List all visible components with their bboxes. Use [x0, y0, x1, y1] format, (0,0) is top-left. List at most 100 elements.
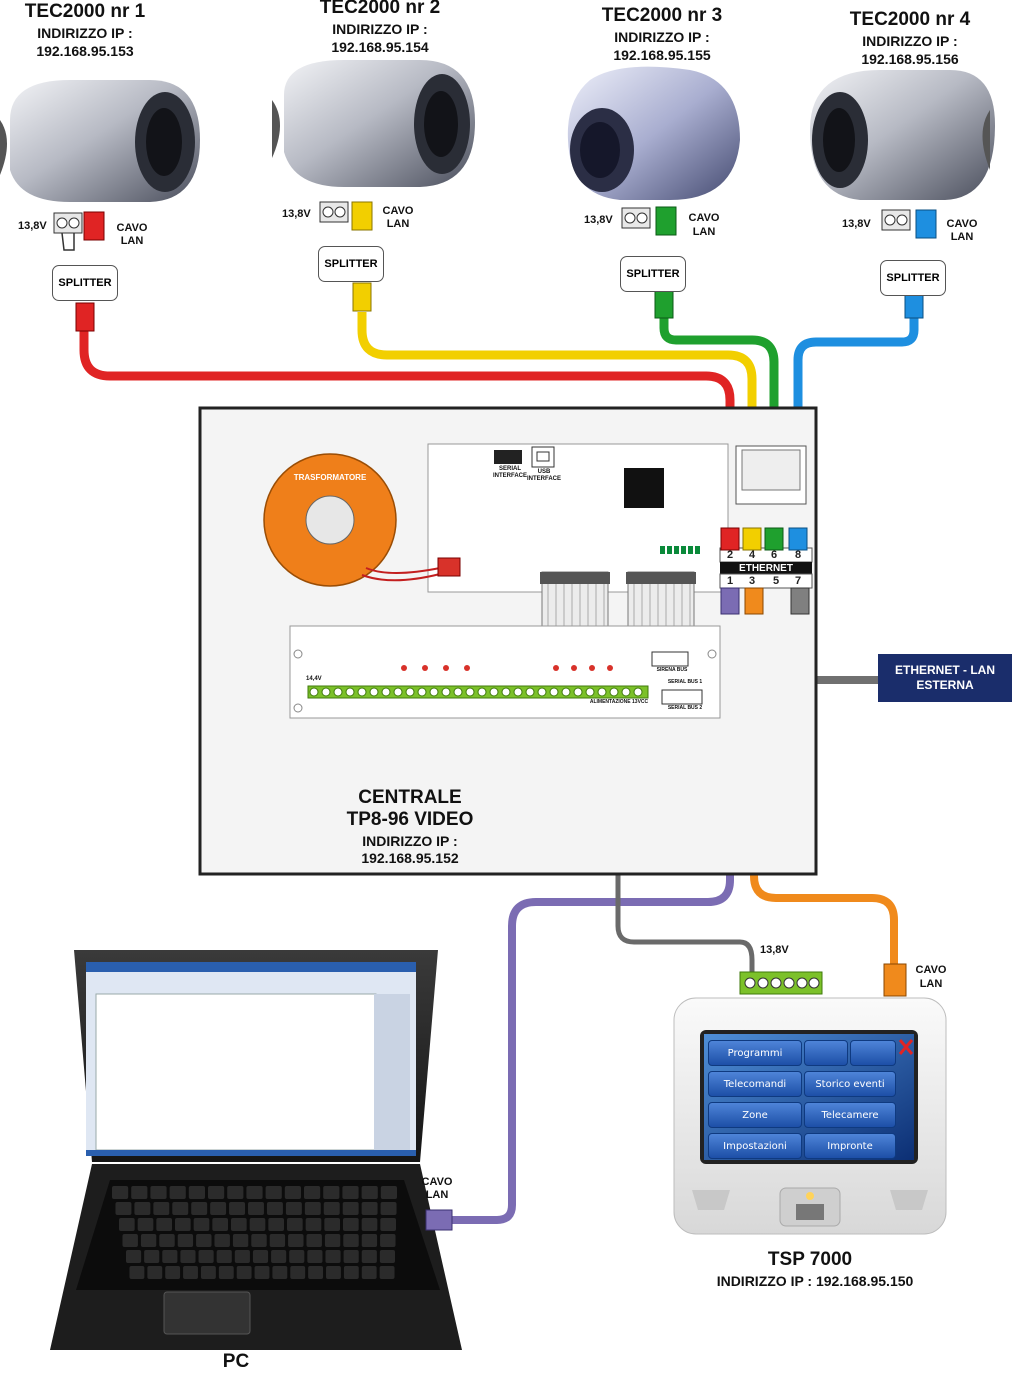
- keyboard-key: [198, 1250, 214, 1263]
- cable-purple: [452, 614, 734, 1224]
- keyboard-key: [343, 1266, 359, 1279]
- keyboard-key: [361, 1218, 378, 1231]
- camera-2-title: TEC2000 nr 2: [319, 0, 441, 18]
- keyboard-key: [361, 1234, 378, 1247]
- keyboard-key: [379, 1266, 395, 1279]
- keyboard-key: [380, 1218, 396, 1231]
- cable-blue: [793, 318, 919, 528]
- keyboard-key: [180, 1250, 196, 1263]
- tsp-button-telecamere[interactable]: Telecamere: [804, 1102, 896, 1128]
- terminal-screw: [549, 687, 559, 697]
- keyboard-key: [254, 1266, 270, 1279]
- terminal-screw: [369, 687, 379, 697]
- keyboard-key: [172, 1202, 189, 1215]
- tsp-button-zone[interactable]: Zone: [708, 1102, 802, 1128]
- port-8: 8: [795, 549, 802, 561]
- keyboard-key: [134, 1202, 151, 1215]
- keyboard-key: [265, 1186, 282, 1199]
- keyboard-key: [175, 1218, 191, 1231]
- tsp-cable-line1: CAVO: [915, 964, 947, 976]
- camera-3: [567, 66, 740, 201]
- keyboard-key: [236, 1266, 252, 1279]
- panel-title: CENTRALE: [358, 787, 462, 808]
- keyboard-key: [234, 1250, 250, 1263]
- camera-2-cable-line1: CAVO: [382, 205, 414, 217]
- camera-3-ip: 192.168.95.155: [613, 47, 711, 63]
- keyboard-key: [361, 1266, 377, 1279]
- keyboard-key: [269, 1234, 286, 1247]
- terminal-screw: [405, 687, 415, 697]
- keyboard-key: [268, 1218, 284, 1231]
- keyboard-key: [343, 1234, 359, 1247]
- keyboard-key: [112, 1186, 129, 1199]
- keyboard-key: [287, 1218, 303, 1231]
- terminal-screw: [453, 687, 463, 697]
- keyboard-key: [119, 1218, 135, 1231]
- pc-label: PC: [222, 1351, 250, 1372]
- panel-ip: 192.168.95.152: [361, 850, 459, 866]
- keyboard-key: [251, 1234, 267, 1247]
- terminal-screw: [597, 687, 607, 697]
- cable-power-tsp: [615, 730, 755, 972]
- terminal-screw: [501, 687, 511, 697]
- keyboard-key: [285, 1202, 302, 1215]
- camera-1: [0, 80, 200, 202]
- cable-red: [79, 327, 735, 533]
- keyboard-key: [380, 1234, 396, 1247]
- keyboard-key: [266, 1202, 283, 1215]
- keyboard-key: [342, 1186, 359, 1199]
- camera-3-cable-line1: CAVO: [688, 212, 720, 224]
- tsp-button-programmi[interactable]: Programmi: [708, 1040, 802, 1066]
- keyboard-key: [288, 1234, 304, 1247]
- tsp-button-blank-2[interactable]: [850, 1040, 896, 1066]
- tsp-cable-line2: LAN: [919, 978, 943, 990]
- keyboard-key: [361, 1250, 377, 1263]
- camera-1-ip-label: INDIRIZZO IP :: [37, 25, 133, 41]
- camera-1-title: TEC2000 nr 1: [24, 1, 146, 22]
- terminal-screw: [489, 687, 499, 697]
- keyboard-key: [200, 1266, 216, 1279]
- tsp-button-impostazioni[interactable]: Impostazioni: [708, 1133, 802, 1159]
- keyboard-key: [284, 1186, 301, 1199]
- board-label-sirena-bus: SIRENA BUS: [656, 667, 688, 673]
- keyboard-key: [342, 1202, 359, 1215]
- tsp-button-impronte[interactable]: Impronte: [804, 1133, 896, 1159]
- terminal-screw: [513, 687, 523, 697]
- tsp-button-telecomandi[interactable]: Telecomandi: [708, 1071, 802, 1097]
- port-3: 3: [749, 575, 756, 587]
- external-lan-line1: ETHERNET - LAN: [895, 663, 995, 677]
- terminal-screw: [441, 687, 451, 697]
- port-5: 5: [773, 575, 780, 587]
- keyboard-key: [137, 1218, 154, 1231]
- keyboard-key: [115, 1202, 132, 1215]
- keyboard-key: [165, 1266, 181, 1279]
- panel-model: TP8-96 VIDEO: [346, 809, 474, 830]
- terminal-screw: [321, 687, 331, 697]
- keyboard-key: [306, 1234, 322, 1247]
- tsp-button-blank-1[interactable]: [804, 1040, 848, 1066]
- terminal-screw: [621, 687, 631, 697]
- keyboard-key: [150, 1186, 167, 1199]
- terminal-screw: [633, 687, 643, 697]
- keyboard-key: [147, 1266, 163, 1279]
- keyboard-key: [323, 1186, 340, 1199]
- laptop-pc: [50, 950, 462, 1350]
- terminal-screw: [357, 687, 367, 697]
- main-board: [427, 443, 729, 593]
- board-label-alimentazione: ALIMENTAZIONE 13VCC: [589, 699, 649, 705]
- cable-orange: [750, 614, 898, 964]
- splitter-1: SPLITTER: [52, 265, 118, 301]
- camera-1-ip: 192.168.95.153: [36, 43, 134, 59]
- keyboard-key: [380, 1186, 397, 1199]
- port-1: 1: [727, 575, 734, 587]
- keyboard-key: [162, 1250, 178, 1263]
- terminal-screw: [609, 687, 619, 697]
- tsp-name: TSP 7000: [767, 1249, 853, 1270]
- tsp-button-storico-eventi[interactable]: Storico eventi: [804, 1071, 896, 1097]
- terminal-screw: [381, 687, 391, 697]
- terminal-screw: [573, 687, 583, 697]
- keyboard-key: [212, 1218, 228, 1231]
- keyboard-key: [169, 1186, 186, 1199]
